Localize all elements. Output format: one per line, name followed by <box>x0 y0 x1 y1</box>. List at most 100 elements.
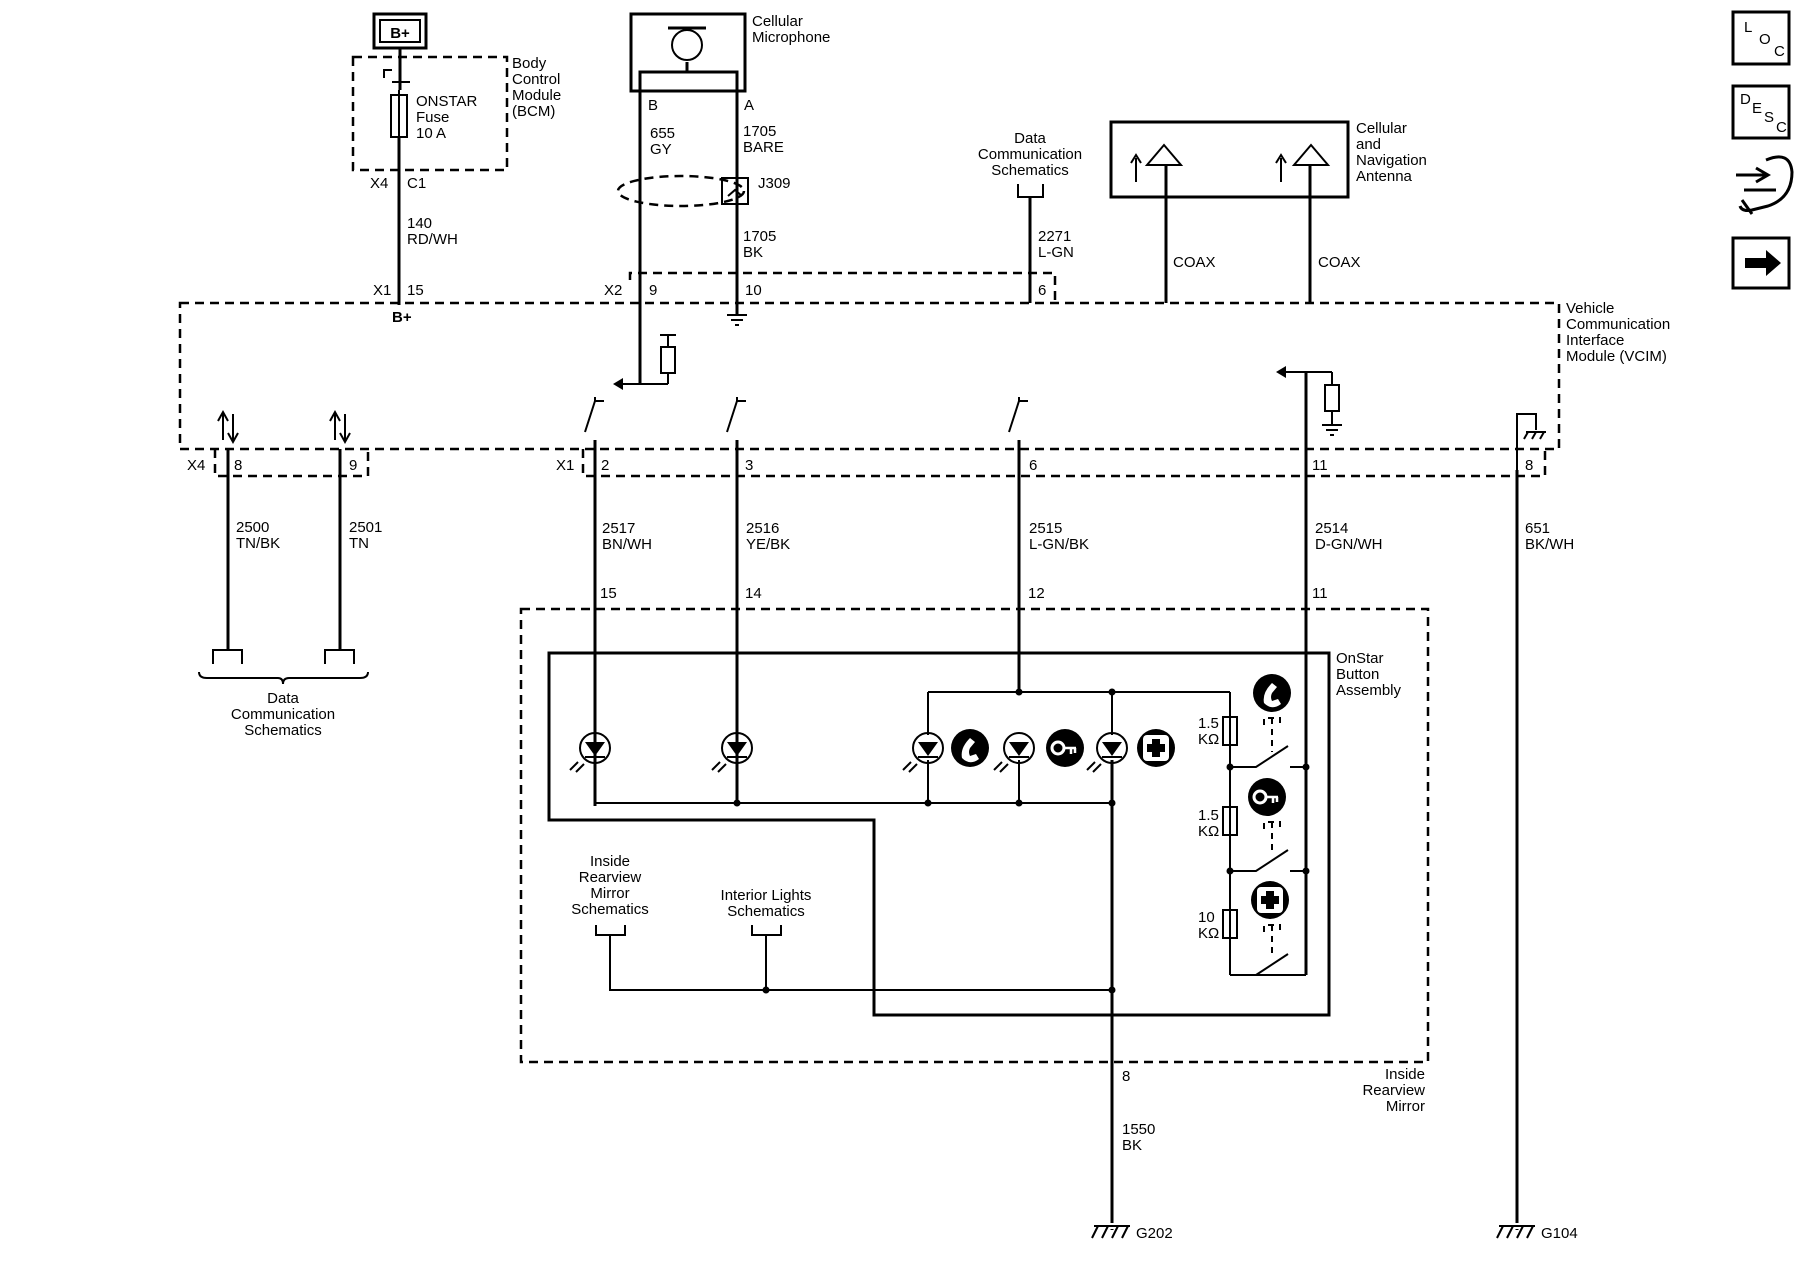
coax-left-label: COAX <box>1173 254 1216 271</box>
vcim-x2-pin6: 6 <box>1038 282 1046 299</box>
led-icon <box>993 732 1035 773</box>
x1-pin11: 11 <box>1312 457 1328 474</box>
shield-icon <box>616 174 746 208</box>
data-comm-top-3: Schematics <box>991 162 1069 179</box>
resistor-icon <box>1222 909 1238 939</box>
mirror-name-3: Mirror <box>1386 1098 1425 1115</box>
mirror-ref-3: Mirror <box>590 885 629 902</box>
bcm-name-3: Module <box>512 87 561 104</box>
phone-icon <box>951 729 989 767</box>
led-icon <box>1086 732 1128 773</box>
x1-pin8: 8 <box>1525 457 1533 474</box>
drain-circuit: 1705 <box>743 228 776 245</box>
x4-pin8: 8 <box>234 457 242 474</box>
vcim-x2-label: X2 <box>604 282 622 299</box>
vcim-name-3: Interface <box>1566 332 1624 349</box>
onstar-name-2: Button <box>1336 666 1379 683</box>
mic-name-1: Cellular <box>752 13 803 30</box>
fuse-type: Fuse <box>416 109 449 126</box>
battery-label: B+ <box>390 25 410 42</box>
desc-letter-c: C <box>1776 119 1787 136</box>
inside-rearview-mirror <box>519 607 1430 1064</box>
wire-655-circuit: 655 <box>650 125 675 142</box>
wire-2515-circuit: 2515 <box>1029 520 1062 537</box>
antenna-name-2: and <box>1356 136 1381 153</box>
vcim-x1-top-connector: X1 <box>373 282 391 299</box>
vcim-x2-pin10: 10 <box>745 282 762 299</box>
mirror-name-2: Rearview <box>1362 1082 1425 1099</box>
onstar-name-1: OnStar <box>1336 650 1384 667</box>
data-comm-bottom-2: Communication <box>231 706 335 723</box>
resistor-icon <box>1222 716 1238 746</box>
vcim-x2-connector <box>628 271 1057 300</box>
mirror-pin12: 12 <box>1028 585 1045 602</box>
data-comm-bottom-connector <box>212 649 243 664</box>
wire-2500-circuit: 2500 <box>236 519 269 536</box>
wire-2501-circuit: 2501 <box>349 519 382 536</box>
wire-1550-color: BK <box>1122 1137 1142 1154</box>
wire-140-color: RD/WH <box>407 231 458 248</box>
mirror-pin14: 14 <box>745 585 762 602</box>
cross-icon <box>1137 729 1175 767</box>
vcim-name-4: Module (VCIM) <box>1566 348 1667 365</box>
key-icon <box>1046 729 1084 767</box>
antenna-name-4: Antenna <box>1356 168 1413 185</box>
mirror-ref-4: Schematics <box>571 901 649 918</box>
switch-icon <box>584 397 604 433</box>
coax-right-label: COAX <box>1318 254 1361 271</box>
vcim-x1-bottom-connector <box>581 449 1547 478</box>
wire-1705-color: BARE <box>743 139 784 156</box>
cross-icon <box>1251 881 1289 919</box>
bracket-icon <box>198 671 369 685</box>
resistor2-value: 1.5 <box>1198 807 1219 824</box>
onstar-button-assembly <box>547 651 1331 1017</box>
wire-651-circuit: 651 <box>1525 520 1550 537</box>
mirror-pin8: 8 <box>1122 1068 1130 1085</box>
loc-letter-c: C <box>1774 43 1785 60</box>
bidirectional-arrow-icon <box>329 409 351 445</box>
chassis-ground-icon <box>1091 1225 1130 1239</box>
wire-2516-circuit: 2516 <box>746 520 779 537</box>
data-comm-top-2: Communication <box>978 146 1082 163</box>
resistor1-value: 1.5 <box>1198 715 1219 732</box>
resistor-icon <box>1324 384 1340 412</box>
loc-button[interactable]: L O C <box>1731 10 1791 66</box>
mic-pin-b: B <box>648 97 658 114</box>
ground-icon <box>1322 424 1342 436</box>
mirror-ref-connector <box>595 925 626 936</box>
arrow-left-icon <box>613 378 623 390</box>
resistor3-value: 10 <box>1198 909 1215 926</box>
led-icon <box>569 732 611 773</box>
wire-140-circuit: 140 <box>407 215 432 232</box>
loc-letter-o: O <box>1759 31 1771 48</box>
antenna-module: Cellular and Navigation Antenna <box>1109 120 1427 199</box>
switch-icon <box>1230 849 1306 872</box>
ground-g104: G104 <box>1541 1225 1578 1242</box>
fuse-name: ONSTAR <box>416 93 478 110</box>
data-comm-top-connector <box>1017 184 1044 198</box>
x4-bottom-label: X4 <box>187 457 205 474</box>
drain-color: BK <box>743 244 763 261</box>
splice-icon <box>721 177 749 205</box>
resistor1-unit: KΩ <box>1198 731 1219 748</box>
resistor3-unit: KΩ <box>1198 925 1219 942</box>
key-icon <box>1248 778 1286 816</box>
bcm-connector: X4 <box>370 175 388 192</box>
vcim-bplus: B+ <box>392 309 412 326</box>
switch-icon <box>726 397 746 433</box>
x1-pin2: 2 <box>601 457 609 474</box>
wrench-icon[interactable] <box>1736 155 1794 215</box>
desc-button[interactable]: D E S C <box>1731 84 1791 140</box>
arrow-right-icon <box>1745 250 1781 276</box>
switch-icon <box>1255 953 1289 976</box>
desc-letter-d: D <box>1740 91 1751 108</box>
vcim-module: Vehicle Communication Interface Module (… <box>178 300 1670 451</box>
mirror-ref-1: Inside <box>590 853 630 870</box>
wire-1550-circuit: 1550 <box>1122 1121 1155 1138</box>
vcim-x1-top-pin: 15 <box>407 282 424 299</box>
vcim-x2-pin9: 9 <box>649 282 657 299</box>
mirror-name-1: Inside <box>1385 1066 1425 1083</box>
fuse-rating: 10 A <box>416 125 446 142</box>
arrow-right-button[interactable] <box>1731 236 1791 290</box>
antenna-name-1: Cellular <box>1356 120 1407 137</box>
